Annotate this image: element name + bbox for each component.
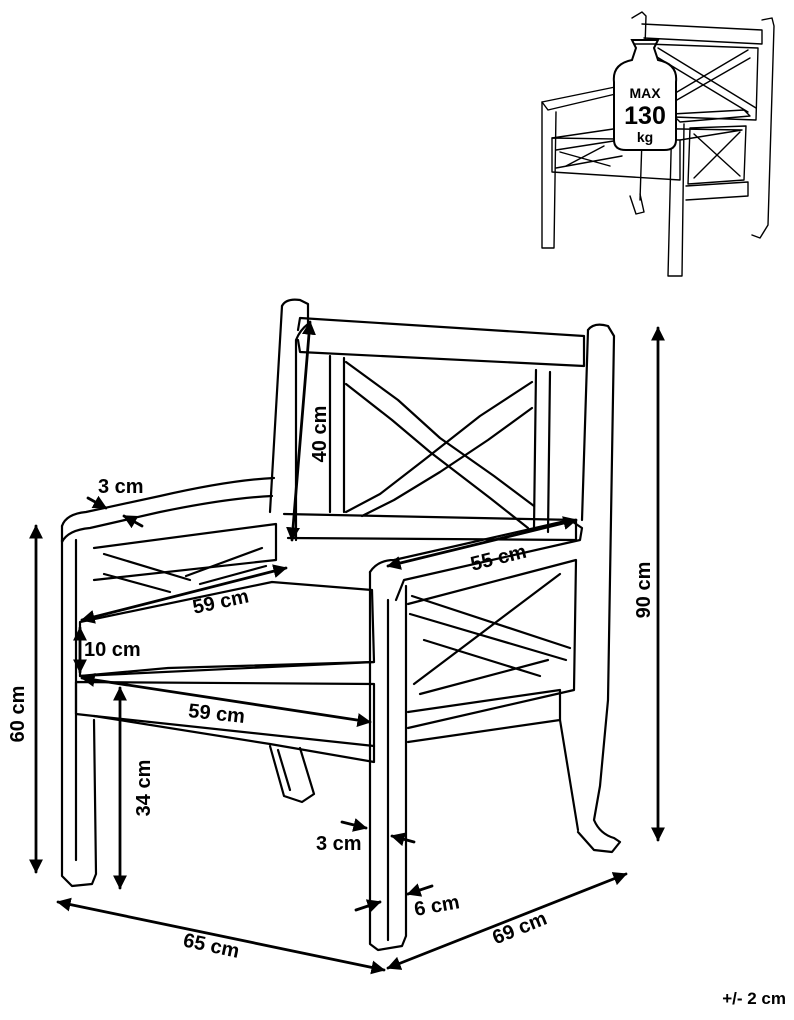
badge-max-text: MAX [629,85,661,101]
thumbnail-chair: MAX 130 kg [541,11,775,277]
tolerance-note: +/- 2 cm [722,989,786,1008]
label-seat-height: 34 cm [133,760,155,817]
dimension-labels: 3 cm 40 cm 55 cm 59 cm 10 cm 59 cm 60 cm… [7,406,786,1008]
label-cushion-height: 10 cm [84,639,141,661]
badge-value-text: 130 [624,102,666,130]
label-front-leg-width: 3 cm [316,833,362,855]
label-arm-height: 60 cm [7,686,29,743]
label-total-height: 90 cm [633,562,655,619]
label-armrest-thickness: 3 cm [98,476,144,498]
label-side-leg-width: 6 cm [413,891,462,921]
dimension-lines [29,320,665,975]
label-seat-width-lower: 59 cm [187,700,246,728]
label-total-depth: 69 cm [489,908,550,950]
badge-unit-text: kg [637,129,653,145]
label-total-width: 65 cm [181,929,241,962]
label-backrest-height: 40 cm [309,406,331,463]
label-seat-depth: 55 cm [468,541,528,576]
